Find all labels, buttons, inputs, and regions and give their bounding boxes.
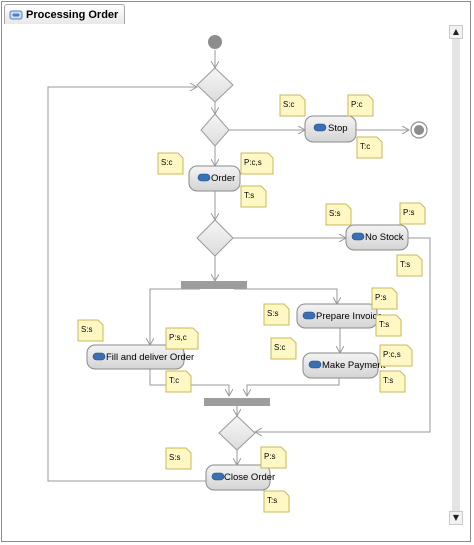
note-close-t[interactable]: T:s <box>263 490 290 513</box>
svg-text:P:c,s: P:c,s <box>244 158 262 167</box>
decision-node[interactable] <box>200 113 230 147</box>
note-stop-t[interactable]: T:c <box>356 136 383 159</box>
note-nostock-p[interactable]: P:s <box>399 202 426 225</box>
svg-text:S:c: S:c <box>274 343 286 352</box>
svg-text:P:s: P:s <box>403 208 415 217</box>
action-fill-and-deliver-order[interactable]: Fill and deliver Order <box>86 344 194 370</box>
svg-text:T:s: T:s <box>400 260 410 269</box>
action-label: Prepare Invoice <box>316 311 383 322</box>
note-nostock-t[interactable]: T:s <box>396 254 423 277</box>
action-icon <box>302 311 316 320</box>
action-no-stock[interactable]: No Stock <box>345 224 409 251</box>
note-fill-s[interactable]: S:s <box>77 319 104 342</box>
svg-text:P:s: P:s <box>375 293 387 302</box>
note-stop-p[interactable]: P:c <box>347 94 374 117</box>
note-fill-t[interactable]: T:c <box>165 370 192 393</box>
note-payment-p[interactable]: P:c,s <box>379 344 413 367</box>
svg-text:S:s: S:s <box>267 309 279 318</box>
svg-text:S:s: S:s <box>81 325 93 334</box>
action-label: Close Order <box>224 472 275 483</box>
svg-text:S:s: S:s <box>329 209 341 218</box>
action-prepare-invoice[interactable]: Prepare Invoice <box>296 303 383 329</box>
action-icon <box>197 173 211 182</box>
svg-text:T:c: T:c <box>169 376 179 385</box>
activity-diagram-icon <box>9 10 23 19</box>
action-label: Order <box>211 173 235 184</box>
note-payment-t[interactable]: T:s <box>379 370 406 393</box>
action-icon <box>92 352 106 361</box>
note-fill-p[interactable]: P:s,c <box>165 327 199 350</box>
svg-text:S:s: S:s <box>169 453 181 462</box>
svg-text:S:c: S:c <box>283 100 295 109</box>
note-payment-s[interactable]: S:c <box>270 337 297 360</box>
note-stop-s[interactable]: S:c <box>279 94 306 117</box>
svg-text:P:c: P:c <box>351 100 363 109</box>
svg-text:T:s: T:s <box>383 376 393 385</box>
diagram-tab-title: Processing Order <box>26 8 119 21</box>
activity-final-node[interactable] <box>410 121 428 139</box>
svg-text:T:s: T:s <box>267 496 277 505</box>
svg-text:T:s: T:s <box>379 320 389 329</box>
action-stop[interactable]: Stop <box>304 115 357 143</box>
decision-node[interactable] <box>196 219 234 257</box>
svg-text:P:s: P:s <box>264 452 276 461</box>
note-invoice-p[interactable]: P:s <box>371 287 398 310</box>
note-invoice-s[interactable]: S:s <box>263 303 290 326</box>
action-icon <box>308 360 322 369</box>
action-label: Make Payment <box>322 360 386 371</box>
action-label: No Stock <box>365 232 404 243</box>
annotation-notes: S:c P:c T:c S:c P:c,s T:s S:s <box>77 94 426 513</box>
decision-node[interactable] <box>196 67 234 103</box>
initial-node[interactable] <box>208 35 222 49</box>
scroll-up-arrow-icon[interactable]: ▲ <box>449 25 463 39</box>
action-label: Fill and deliver Order <box>106 352 194 363</box>
action-close-order[interactable]: Close Order <box>205 464 275 491</box>
action-make-payment[interactable]: Make Payment <box>302 352 386 379</box>
vertical-scrollbar[interactable]: ▲ ▼ <box>449 25 463 525</box>
note-close-p[interactable]: P:s <box>260 446 287 469</box>
action-order[interactable]: Order <box>188 165 241 192</box>
scrollbar-track[interactable] <box>452 39 460 511</box>
note-close-s[interactable]: S:s <box>165 447 192 470</box>
svg-text:P:c,s: P:c,s <box>383 350 401 359</box>
diagram-tab[interactable]: Processing Order <box>4 4 126 24</box>
svg-text:P:s,c: P:s,c <box>169 333 187 342</box>
merge-node[interactable] <box>218 415 256 451</box>
fork-bar[interactable] <box>181 281 247 289</box>
join-bar[interactable] <box>204 398 270 406</box>
action-icon <box>351 232 365 241</box>
svg-text:T:s: T:s <box>244 191 254 200</box>
control-flows <box>47 50 431 482</box>
scroll-down-arrow-icon[interactable]: ▼ <box>449 511 463 525</box>
action-label: Stop <box>328 123 348 134</box>
action-icon <box>313 123 327 132</box>
note-order-p[interactable]: P:c,s <box>240 152 274 175</box>
note-order-s[interactable]: S:c <box>157 152 184 175</box>
note-nostock-s[interactable]: S:s <box>325 203 352 226</box>
svg-text:S:c: S:c <box>161 158 173 167</box>
svg-text:T:c: T:c <box>360 142 370 151</box>
action-icon <box>211 472 225 481</box>
note-order-t[interactable]: T:s <box>240 185 267 208</box>
note-invoice-t[interactable]: T:s <box>375 314 402 337</box>
